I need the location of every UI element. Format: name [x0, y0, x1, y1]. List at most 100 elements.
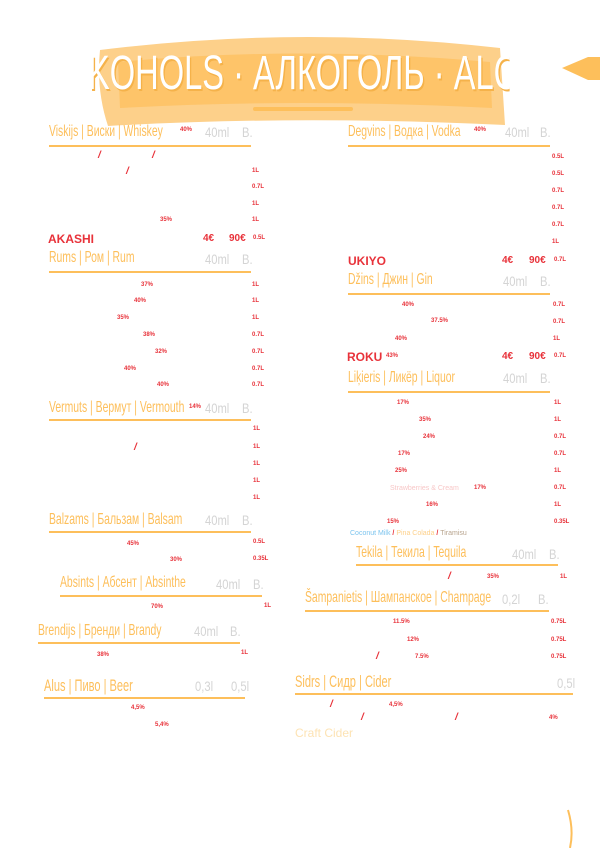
col-bottle: B.	[253, 576, 264, 592]
size: 0.7L	[553, 319, 566, 325]
col-bottle: B.	[540, 124, 551, 140]
size: 0.7L	[252, 332, 265, 338]
item-name-roku: ROKU	[347, 350, 383, 364]
price-shot: 4€	[502, 351, 514, 362]
slash: /	[376, 651, 379, 662]
divider	[49, 271, 251, 273]
size: 0.5L	[552, 154, 565, 160]
abv: 43%	[386, 353, 399, 359]
size: 0.75L	[551, 619, 567, 625]
abv: 7.5%	[415, 654, 429, 660]
slash: /	[392, 530, 395, 537]
size: 0.7L	[552, 205, 565, 211]
abv: 40%	[124, 366, 137, 372]
size: 0.75L	[551, 637, 567, 643]
divider	[49, 145, 251, 147]
divider	[60, 595, 262, 597]
col-0-2l: 0,2l	[502, 591, 521, 607]
section-title: Tekila | Текила | Tequila	[356, 544, 467, 561]
slash: /	[98, 150, 101, 161]
item-craft-cider: Craft Cider	[295, 726, 354, 740]
section-title: Sidrs | Сидр | Cider	[295, 672, 392, 691]
size: 1L	[241, 650, 249, 656]
col-40ml: 40ml	[505, 124, 530, 140]
abv: 17%	[397, 400, 410, 406]
col-40ml: 40ml	[503, 370, 528, 386]
slash: /	[455, 712, 458, 723]
abv: 38%	[143, 332, 156, 338]
size: 1L	[252, 168, 260, 174]
size: 0.7L	[554, 353, 567, 359]
size: 1L	[253, 444, 261, 450]
abv: 12%	[407, 637, 420, 643]
section-title: Vermuts | Вермут | Vermouth	[49, 399, 185, 416]
size: 1L	[560, 574, 568, 580]
size: 0.35L	[554, 519, 570, 525]
col-40ml: 40ml	[503, 273, 528, 289]
item-name-ukiyo: UKIYO	[348, 254, 387, 268]
col-40ml: 40ml	[512, 546, 537, 562]
abv: 40%	[180, 127, 193, 133]
section-title: Brendijs | Бренди | Brandy	[38, 622, 162, 639]
size: 1L	[253, 478, 261, 484]
abv: 17%	[474, 485, 487, 491]
size: 0.7L	[552, 188, 565, 194]
size: 1L	[553, 336, 561, 342]
slash: /	[361, 712, 364, 723]
abv: 45%	[127, 541, 140, 547]
size: 1L	[253, 461, 261, 467]
abv: 35%	[487, 574, 500, 580]
col-40ml: 40ml	[205, 124, 230, 140]
size: 1L	[554, 502, 562, 508]
col-40ml: 40ml	[205, 512, 230, 528]
size: 0.7L	[554, 434, 567, 440]
abv: 14%	[189, 404, 202, 410]
slash: /	[134, 442, 137, 453]
abv: 40%	[402, 302, 415, 308]
size: 1L	[554, 417, 562, 423]
col-40ml: 40ml	[216, 576, 241, 592]
col-bottle: B.	[230, 623, 241, 639]
abv: 25%	[395, 468, 408, 474]
size: 0.7L	[252, 349, 265, 355]
price-bottle: 90€	[229, 233, 246, 244]
divider	[44, 697, 245, 699]
slash: /	[152, 150, 155, 161]
col-40ml: 40ml	[194, 623, 219, 639]
divider	[348, 293, 550, 295]
col-bottle: B.	[242, 512, 253, 528]
abv: 37%	[141, 282, 154, 288]
abv: 11.5%	[393, 619, 410, 625]
divider	[49, 419, 251, 421]
size: 0.7L	[252, 184, 265, 190]
abv: 15%	[387, 519, 400, 525]
section-title: Viskijs | Виски | Whiskey	[49, 123, 163, 140]
divider	[305, 610, 549, 612]
size: 0.7L	[552, 222, 565, 228]
section-title: Liķieris | Ликёр | Liquor	[348, 369, 455, 386]
size: 1L	[554, 468, 562, 474]
divider	[38, 642, 240, 644]
price-bottle: 90€	[529, 255, 546, 266]
slash: /	[448, 571, 451, 582]
divider	[348, 391, 550, 393]
size: 0.7L	[252, 382, 265, 388]
size: 1L	[252, 201, 260, 207]
flavor-tiramisu: Tiramisu	[440, 530, 467, 537]
abv: 17%	[398, 451, 411, 457]
size: 1L	[253, 495, 261, 501]
slash: /	[126, 166, 129, 177]
abv: 40%	[474, 127, 487, 133]
col-bottle: B.	[540, 370, 551, 386]
col-40ml: 40ml	[205, 251, 230, 267]
abv: 40%	[134, 298, 147, 304]
flavors-line: Coconut Milk / Pina Colada / Tiramisu	[350, 530, 467, 537]
abv: 35%	[117, 315, 130, 321]
divider	[348, 145, 550, 147]
abv: 40%	[395, 336, 408, 342]
price-shot: 4€	[203, 233, 215, 244]
section-title: Rums | Ром | Rum	[49, 249, 135, 266]
abv: 4%	[549, 715, 558, 721]
